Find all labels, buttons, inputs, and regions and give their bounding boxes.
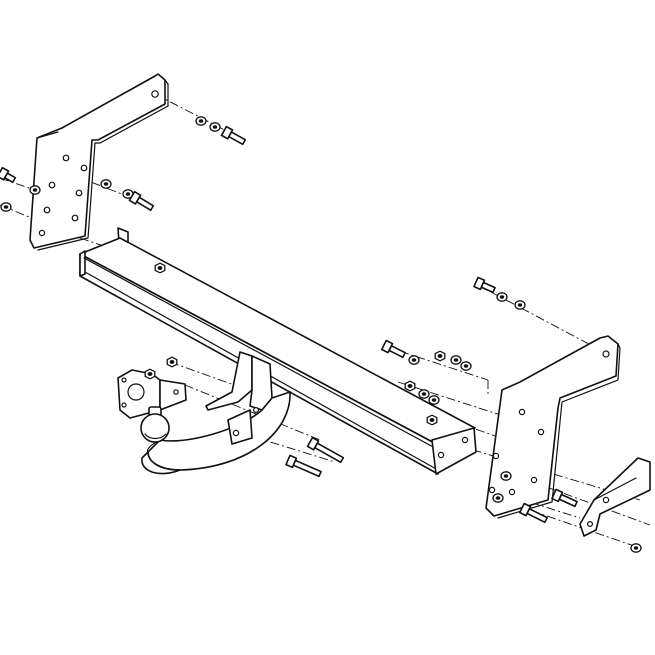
assembly-lines (0, 93, 651, 549)
left-mounting-bracket (29, 73, 169, 251)
washer (100, 179, 112, 189)
mounting-hole (75, 189, 83, 197)
washer (500, 471, 512, 481)
washer (209, 122, 221, 132)
mounting-hole (602, 496, 610, 504)
mounting-hole (518, 408, 526, 416)
assembly-line (0, 177, 36, 191)
assembly-line (184, 384, 321, 441)
nut (166, 356, 178, 368)
bolt (285, 454, 322, 478)
washer (122, 189, 134, 199)
mounting-hole (461, 436, 469, 444)
mounting-hole (71, 214, 79, 222)
tow-ball-neck (141, 351, 291, 475)
mounting-hole (38, 229, 46, 237)
mounting-hole (121, 377, 127, 383)
washer (408, 355, 420, 365)
crossbar-beam (79, 227, 477, 475)
assembly-line (475, 283, 601, 351)
mounting-hole (508, 488, 516, 496)
washer (428, 395, 440, 405)
mounting-hole (492, 452, 500, 460)
nut (434, 350, 446, 362)
washer (29, 185, 41, 195)
assembly-line (397, 381, 511, 419)
nut (144, 368, 156, 380)
bolt (220, 125, 247, 146)
bolt (0, 166, 17, 184)
washer (514, 300, 526, 310)
bolt (551, 488, 578, 508)
assembly-line (497, 491, 581, 519)
mounting-hole (43, 206, 51, 214)
bolt (518, 502, 548, 524)
small-right-bracket (579, 457, 651, 537)
socket-hole (127, 383, 145, 401)
mounting-hole (173, 389, 179, 395)
nut (426, 414, 438, 426)
bolt (306, 436, 345, 464)
mounting-hole (586, 520, 593, 527)
mounting-hole (602, 350, 610, 358)
fasteners (0, 116, 642, 553)
bolt (128, 190, 155, 212)
mounting-hole (48, 181, 56, 189)
washer (450, 355, 462, 365)
assembly-line (154, 93, 241, 139)
nut (154, 262, 166, 274)
tow-ball (140, 406, 170, 443)
socket-plate (117, 369, 187, 419)
mounting-hole (232, 429, 240, 437)
nut (404, 380, 416, 392)
washer (0, 202, 12, 212)
washer (496, 292, 508, 302)
bolt (473, 276, 496, 294)
mounting-hole (437, 451, 445, 459)
mounting-hole (80, 164, 88, 172)
washer (460, 361, 472, 371)
washer (418, 389, 430, 399)
bolt (380, 339, 406, 359)
mounting-hole (488, 486, 496, 494)
mounting-hole (121, 402, 127, 408)
mounting-hole (530, 476, 538, 484)
mounting-hole (253, 407, 260, 414)
washer (630, 543, 642, 553)
washer (195, 116, 207, 126)
right-mounting-bracket (485, 335, 621, 519)
mounting-hole (62, 154, 70, 162)
mounting-hole (151, 90, 159, 98)
washer (492, 493, 504, 503)
mounting-hole (537, 428, 545, 436)
